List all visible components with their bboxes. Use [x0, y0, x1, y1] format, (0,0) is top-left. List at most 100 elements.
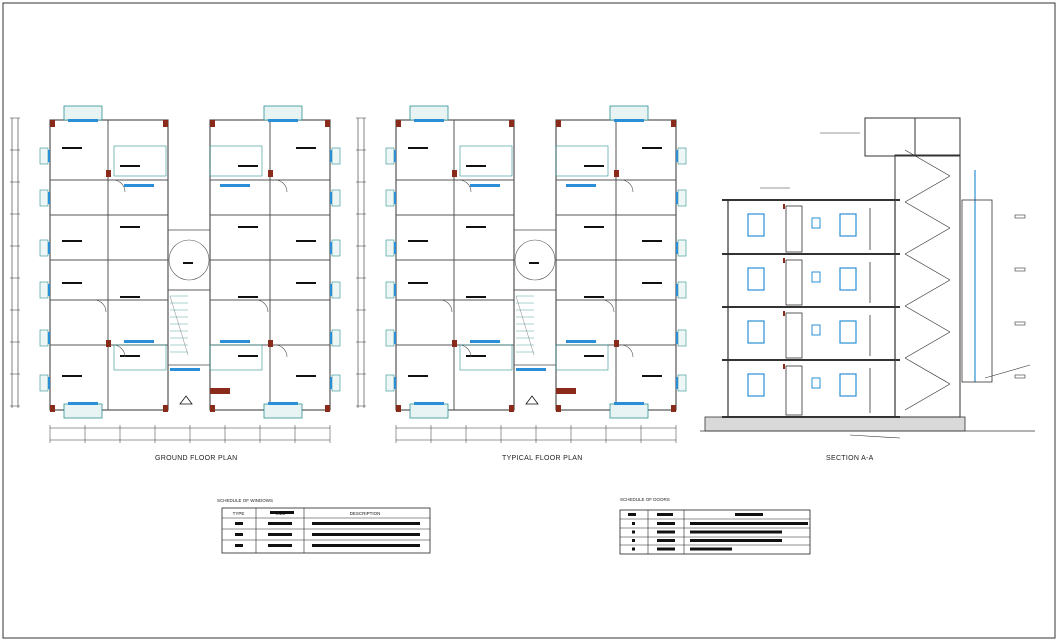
table-cell-mark [690, 547, 732, 551]
windows-header-description: DESCRIPTION [349, 511, 381, 516]
lobby [513, 229, 557, 291]
window-glass [516, 368, 546, 371]
column [268, 170, 273, 177]
column [396, 405, 401, 412]
door-swing [620, 179, 634, 193]
section-window [839, 373, 857, 397]
inner-balcony [459, 344, 513, 371]
column [325, 120, 330, 127]
column [509, 405, 514, 412]
room-label-mark [238, 165, 258, 167]
section-window [811, 271, 821, 283]
window-glass [124, 340, 154, 343]
column [268, 340, 273, 347]
window-glass [676, 150, 678, 162]
room-label-mark [296, 282, 316, 284]
side-window [385, 239, 395, 257]
inner-balcony [113, 145, 167, 177]
section-door [785, 312, 803, 359]
typical-floor-plan [356, 105, 687, 443]
window-glass [566, 184, 596, 187]
window-glass [676, 242, 678, 254]
section-window [839, 267, 857, 291]
table-cell-mark [657, 547, 675, 551]
column [106, 170, 111, 177]
room-label-mark [408, 282, 428, 284]
entry-step [210, 388, 230, 394]
section-window [839, 213, 857, 237]
stair-break [169, 295, 189, 356]
window-glass [268, 119, 298, 122]
projection [1014, 321, 1026, 326]
table-cell-mark [690, 522, 808, 525]
doors-schedule-title: SCHEDULE OF DOORS [620, 497, 670, 502]
side-window [677, 147, 687, 165]
room-label-mark [529, 262, 539, 264]
balcony [63, 403, 103, 419]
section-label: SECTION A-A [826, 455, 874, 462]
side-window [39, 239, 49, 257]
side-window [331, 281, 341, 299]
windows-header-size: SIZE [275, 511, 286, 516]
section-window [747, 373, 765, 397]
balcony [609, 105, 649, 121]
window-glass [394, 284, 396, 296]
window-glass [330, 332, 332, 344]
side-window [39, 329, 49, 347]
window-glass [48, 150, 50, 162]
room-label-mark [62, 282, 82, 284]
lobby-circle [514, 239, 556, 281]
beam [783, 258, 785, 263]
room-label-mark [62, 147, 82, 149]
column [452, 170, 457, 177]
projection [1014, 374, 1026, 379]
window-glass [676, 377, 678, 389]
leader-line [984, 364, 1031, 379]
door-swing [274, 179, 288, 193]
room-label-mark [120, 296, 140, 298]
beam [783, 204, 785, 209]
leader-line [849, 434, 901, 439]
inner-balcony [113, 344, 167, 371]
windows-schedule-table [221, 507, 431, 554]
table-cell-mark [235, 522, 243, 525]
table-cell-mark [632, 547, 635, 551]
section-a-a [700, 117, 1035, 439]
table-cell-mark [657, 513, 673, 516]
door-swing [93, 299, 107, 313]
window-glass [470, 340, 500, 343]
window-glass [470, 184, 500, 187]
window-glass [220, 184, 250, 187]
projection [1014, 214, 1026, 219]
windows-header-type: TYPE [232, 511, 245, 516]
room-label-mark [584, 355, 604, 357]
stair-well [167, 289, 211, 366]
beam [783, 364, 785, 369]
stair-tower [894, 154, 961, 418]
balcony [409, 403, 449, 419]
room-label-mark [183, 262, 193, 264]
stair-enclosure [961, 199, 993, 383]
column [671, 405, 676, 412]
window-glass [676, 284, 678, 296]
ground-base [704, 416, 966, 432]
table-cell-mark [268, 533, 292, 536]
room-label-mark [62, 240, 82, 242]
stair-flight [904, 357, 951, 411]
window-glass [394, 242, 396, 254]
table-frame [619, 509, 811, 555]
window-glass [394, 150, 396, 162]
room-label-mark [466, 296, 486, 298]
stair-break [515, 295, 535, 356]
window-glass [676, 192, 678, 204]
lobby [167, 229, 211, 291]
section-window [747, 267, 765, 291]
table-cell-mark [632, 522, 635, 525]
table-cell-mark [235, 533, 243, 536]
lobby-circle [168, 239, 210, 281]
table-cell-mark [628, 513, 636, 516]
door-swing [112, 179, 126, 193]
window-glass [330, 242, 332, 254]
table-cell-mark [657, 539, 675, 542]
